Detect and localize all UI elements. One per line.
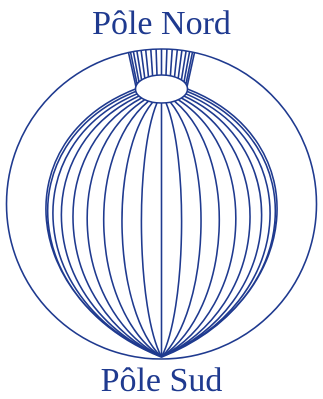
polar-ray-line <box>166 49 167 75</box>
meridian-line <box>162 82 262 357</box>
meridian-line <box>53 94 162 357</box>
meridian-line <box>162 94 271 357</box>
north-pole-opening <box>136 75 188 103</box>
polar-ray-line <box>175 50 178 77</box>
polar-ray-line <box>178 50 182 78</box>
polar-ray-line <box>170 49 172 75</box>
polar-ray-line <box>146 50 149 77</box>
polar-ray-line <box>156 49 157 75</box>
south-pole-label: Pôle Sud <box>0 364 323 398</box>
polar-ray-line <box>151 49 153 75</box>
meridian-line <box>61 82 161 357</box>
polar-ray-line <box>141 50 145 78</box>
